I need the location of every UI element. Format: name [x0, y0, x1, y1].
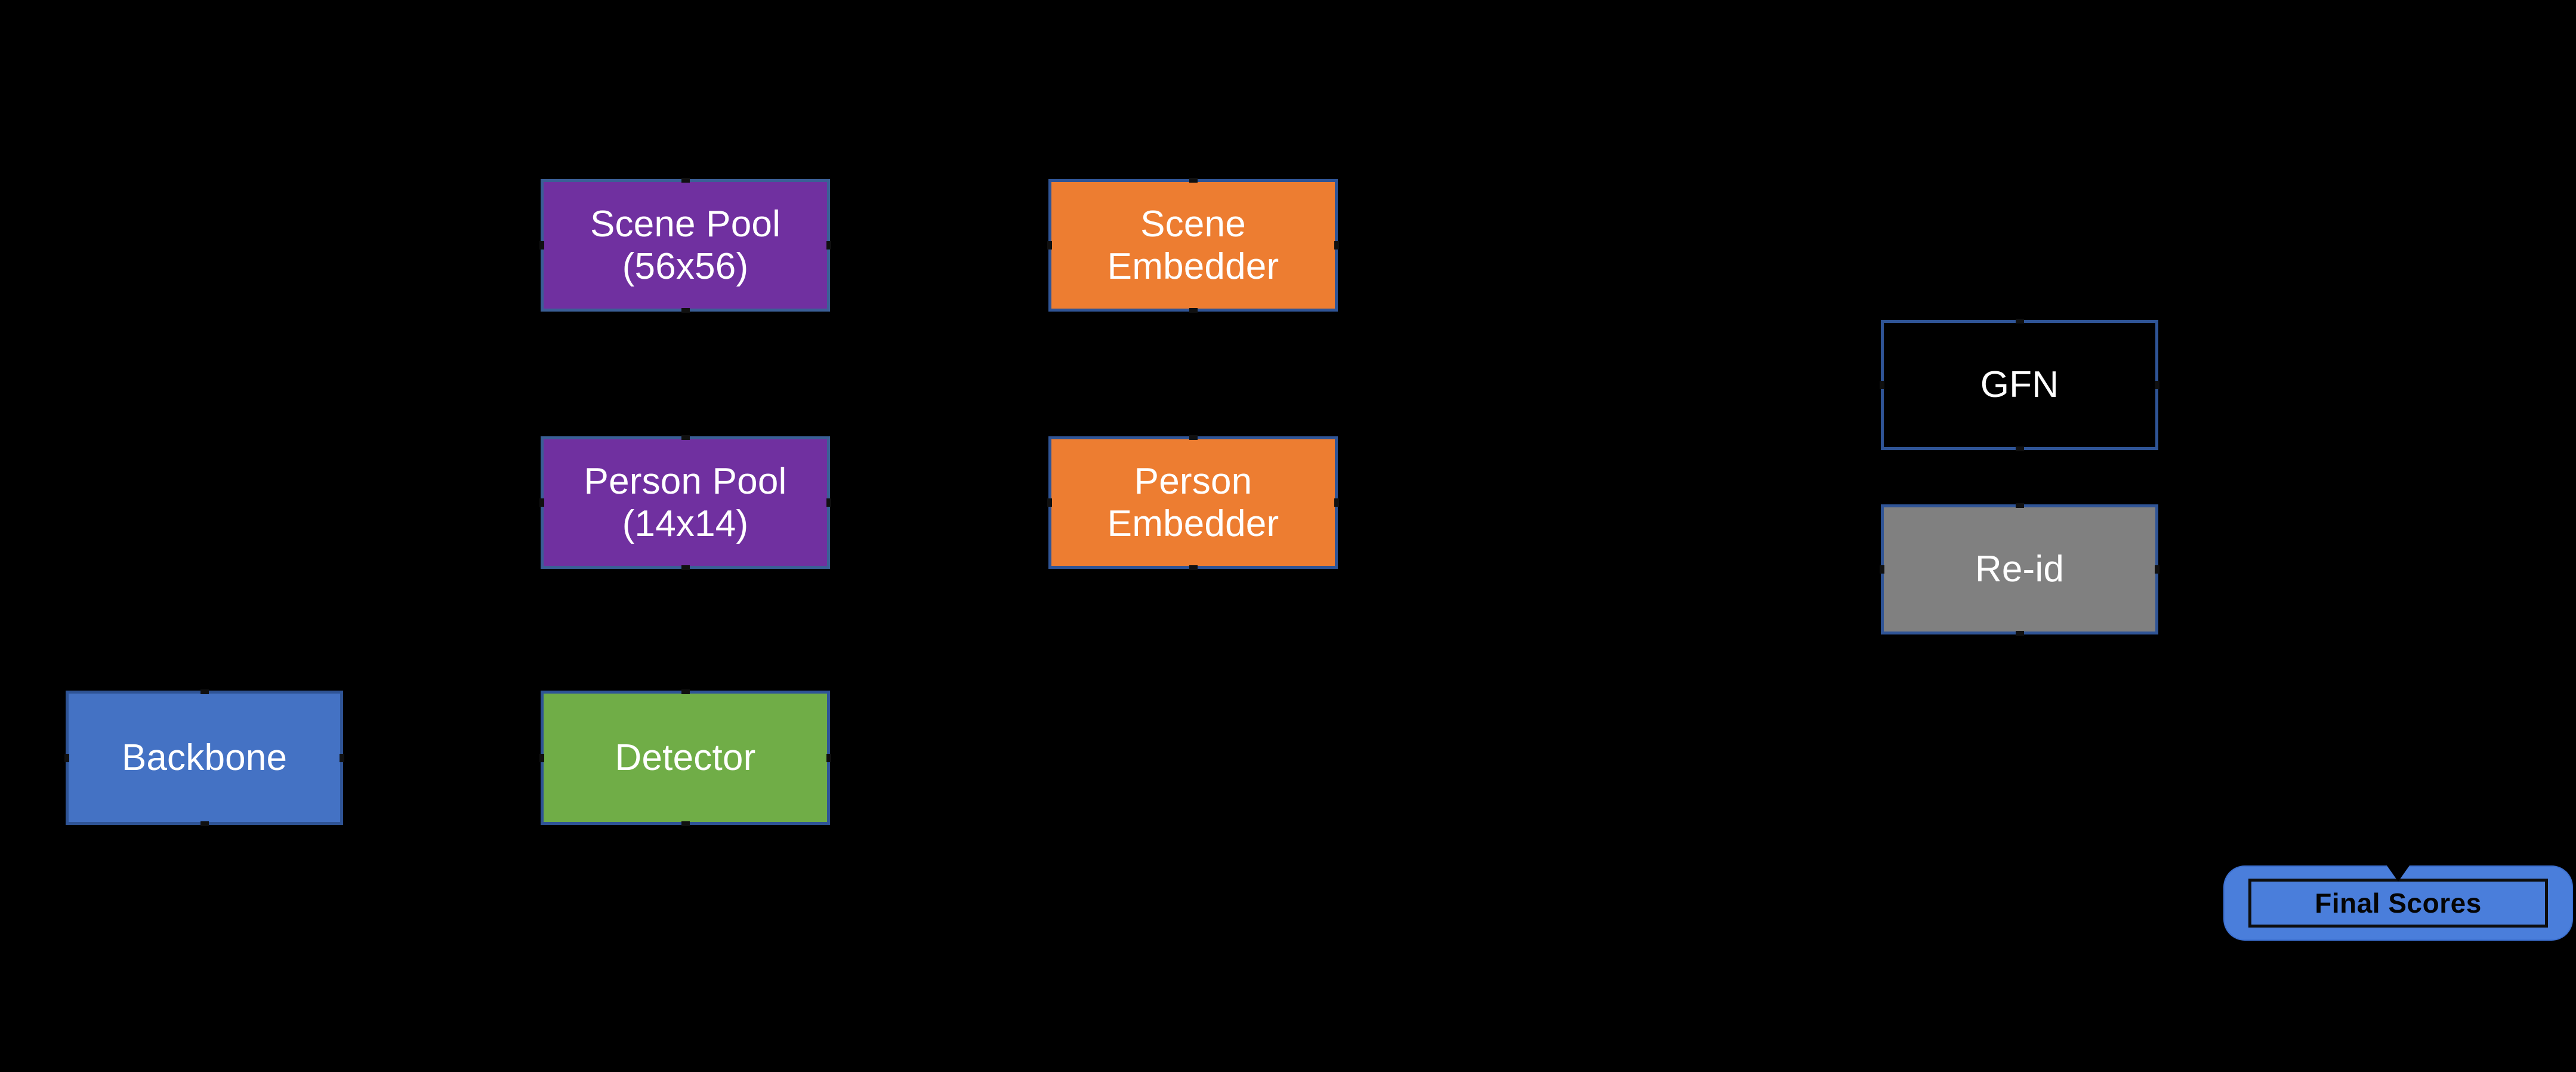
resize-handle-tick — [200, 821, 209, 826]
resize-handle-tick — [539, 498, 544, 507]
resize-handle-tick — [681, 821, 690, 826]
resize-handle-tick — [1189, 435, 1198, 440]
resize-handle-tick — [1189, 565, 1198, 570]
resize-handle-tick — [826, 753, 831, 762]
resize-handle-tick — [681, 308, 690, 313]
resize-handle-tick — [1189, 178, 1198, 183]
resize-handle-tick — [200, 689, 209, 694]
node-backbone[interactable]: Backbone — [64, 689, 344, 826]
resize-handle-tick — [2015, 319, 2024, 324]
resize-handle-tick — [1047, 241, 1052, 249]
node-gfn[interactable]: GFN — [1880, 319, 2159, 451]
resize-handle-tick — [681, 689, 690, 694]
resize-handle-tick — [340, 753, 344, 762]
node-person-pool[interactable]: Person Pool(14x14) — [539, 435, 831, 570]
node-re-id[interactable]: Re-id — [1880, 503, 2159, 636]
resize-handle-tick — [681, 435, 690, 440]
resize-handle-tick — [2015, 503, 2024, 508]
resize-handle-tick — [1334, 241, 1339, 249]
node-final-scores[interactable]: Final Scores — [2248, 879, 2548, 928]
resize-handle-tick — [826, 241, 831, 249]
node-person-embedder-label-1: Embedder — [1107, 503, 1279, 544]
resize-handle-tick — [2155, 565, 2159, 574]
node-scene-pool-label-0: Scene Pool — [590, 203, 781, 245]
node-re-id-label-0: Re-id — [1975, 549, 2065, 590]
resize-handle-tick — [2155, 381, 2159, 389]
resize-handle-tick — [2015, 446, 2024, 451]
node-scene-pool-label-1: (56x56) — [622, 246, 749, 287]
node-person-pool-label-1: (14x14) — [622, 503, 749, 544]
node-backbone-label-0: Backbone — [121, 737, 288, 778]
resize-handle-tick — [681, 565, 690, 570]
node-detector-label-0: Detector — [615, 737, 756, 778]
node-scene-embedder-label-0: Scene — [1140, 203, 1246, 245]
resize-handle-tick — [681, 178, 690, 183]
node-final-scores-label: Final Scores — [2315, 888, 2482, 919]
node-person-pool-label-0: Person Pool — [584, 460, 787, 502]
node-scene-embedder-label-1: Embedder — [1107, 246, 1279, 287]
arrow-into-final-scores-icon — [2384, 861, 2413, 882]
node-gfn-label-0: GFN — [1980, 364, 2059, 406]
node-detector[interactable]: Detector — [539, 689, 831, 826]
resize-handle-tick — [539, 753, 544, 762]
resize-handle-tick — [1880, 565, 1884, 574]
resize-handle-tick — [2015, 631, 2024, 636]
resize-handle-tick — [1047, 498, 1052, 507]
resize-handle-tick — [64, 753, 69, 762]
resize-handle-tick — [1334, 498, 1339, 507]
resize-handle-tick — [1189, 308, 1198, 313]
node-person-embedder-label-0: Person — [1134, 460, 1252, 502]
resize-handle-tick — [826, 498, 831, 507]
node-scene-pool[interactable]: Scene Pool(56x56) — [539, 178, 831, 313]
resize-handle-tick — [539, 241, 544, 249]
resize-handle-tick — [1880, 381, 1884, 389]
